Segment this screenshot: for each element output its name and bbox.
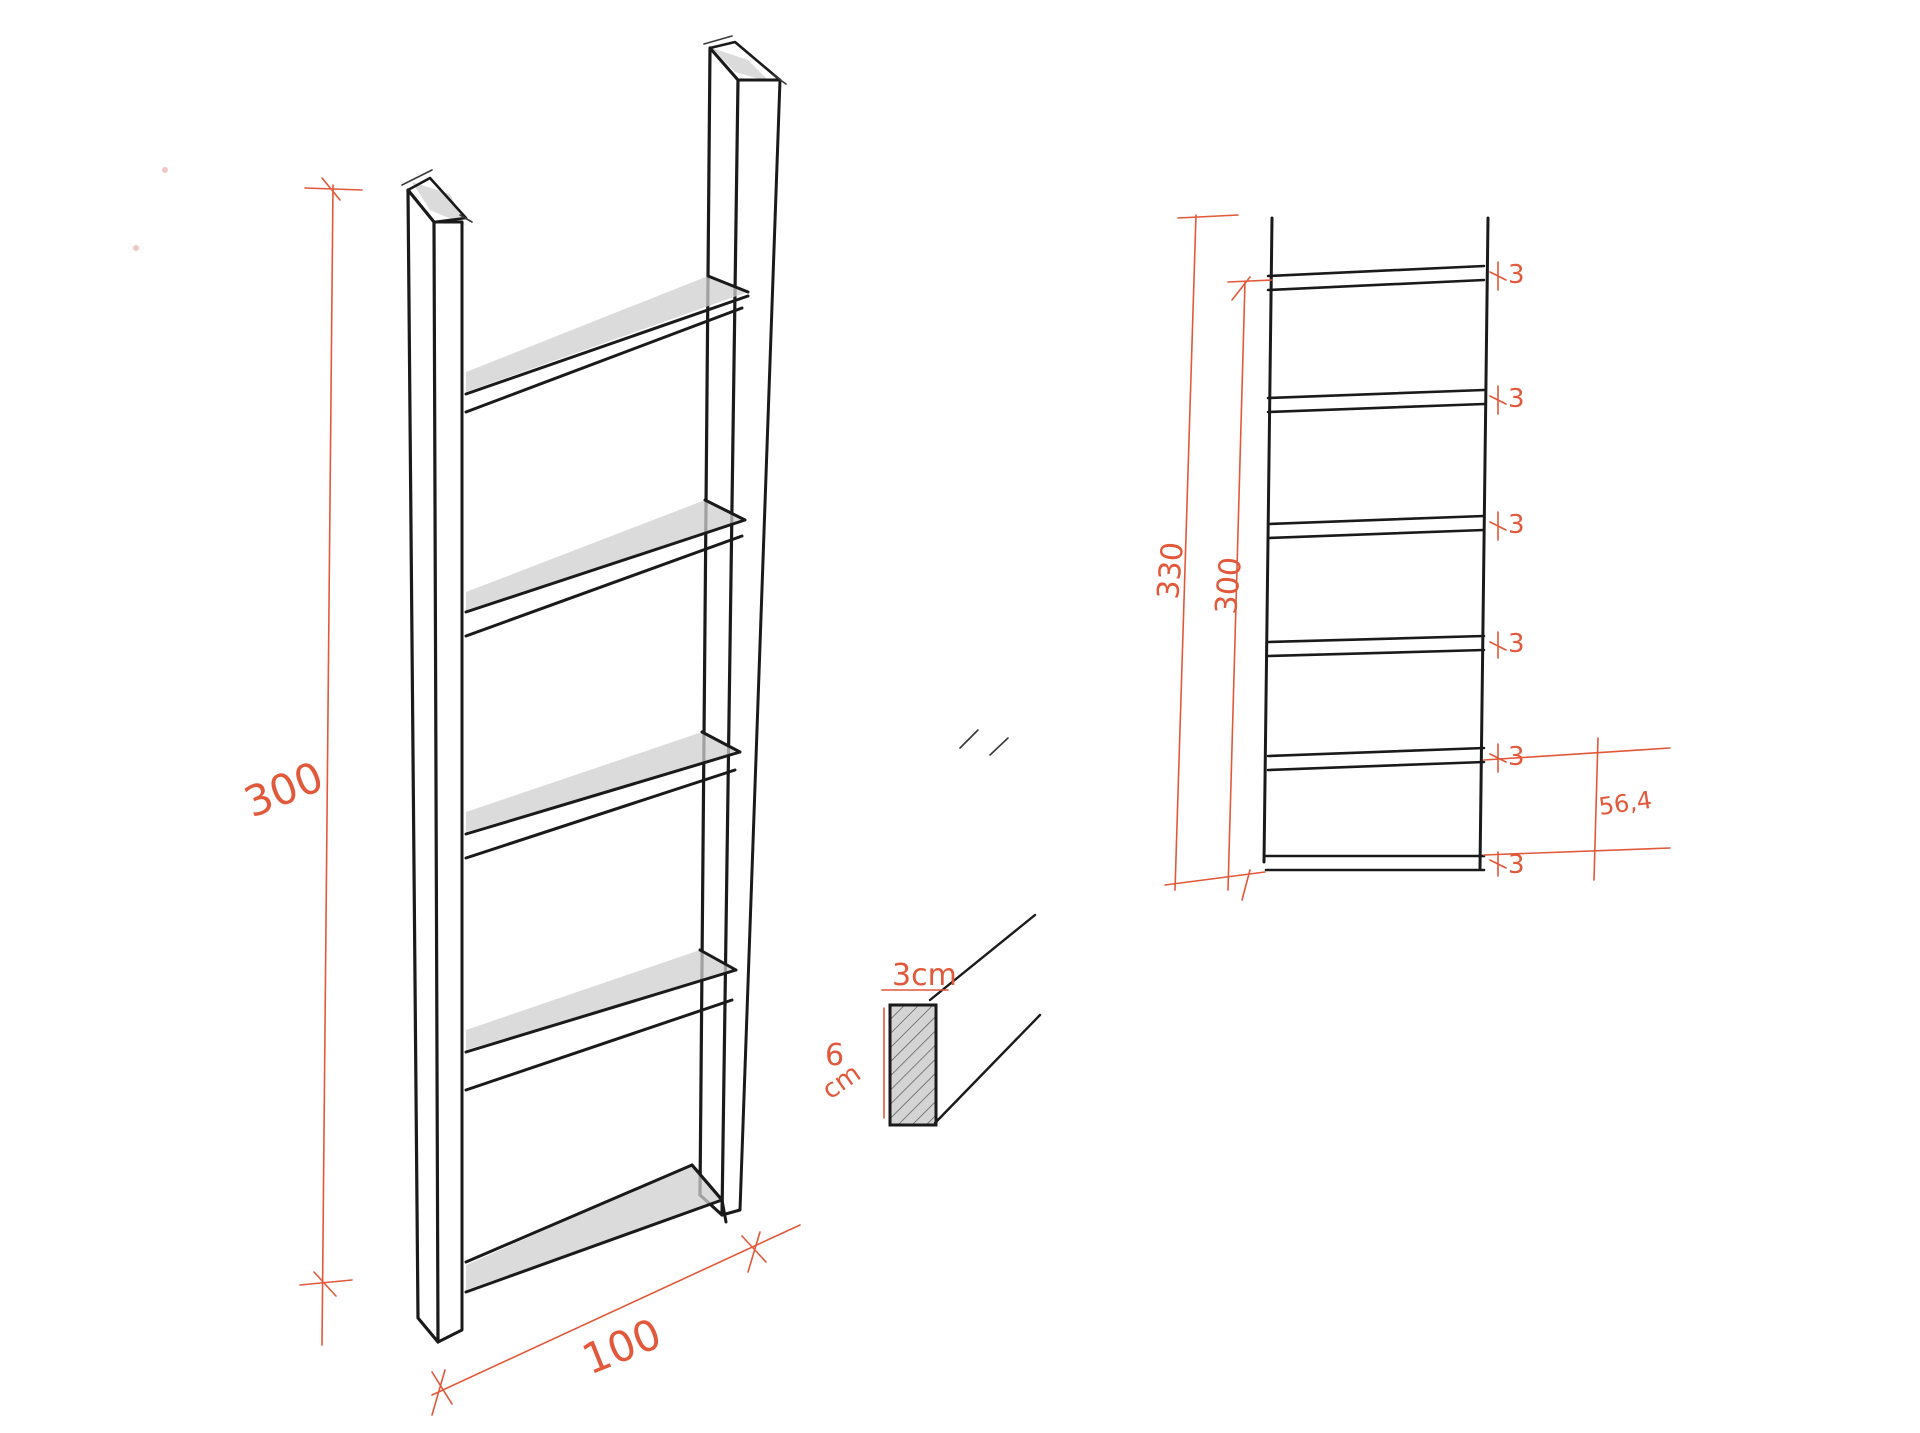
iso-rung-1	[464, 274, 750, 414]
iso-rung-5	[464, 1163, 728, 1294]
rung-thickness-labels: 3 3 3 3 3 3	[1508, 260, 1525, 880]
rung-label-4: 3	[1508, 629, 1525, 659]
front-view-dimensions: 330 300 56,4 3 3 3 3 3 3	[1151, 214, 1671, 901]
isometric-ladder	[401, 35, 787, 1344]
iso-rung-3	[464, 730, 742, 860]
stray-dots	[133, 167, 168, 251]
rung-label-1: 3	[1508, 260, 1525, 290]
section-height-num: 6	[825, 1038, 844, 1073]
cross-section-rect	[888, 1003, 938, 1127]
stray-marks	[959, 729, 1009, 756]
rung-label-6: 3	[1508, 850, 1525, 880]
front-spacing-label: 56,4	[1597, 786, 1654, 821]
right-rail	[698, 35, 787, 1217]
section-width-label: 3cm	[892, 958, 957, 993]
iso-rung-2	[464, 498, 747, 638]
rung-label-2: 3	[1508, 384, 1525, 414]
iso-width-label: 100	[575, 1309, 668, 1384]
rung-thickness-marks	[1489, 261, 1507, 877]
front-total-height-label: 330	[1151, 541, 1191, 601]
section-detail: 3cm 6 cm	[817, 913, 1042, 1127]
front-view-ladder	[1262, 216, 1490, 872]
left-rail	[401, 169, 473, 1344]
iso-rung-4	[464, 948, 738, 1092]
rung-label-3: 3	[1508, 510, 1525, 540]
iso-height-dimension: 300	[237, 177, 363, 1346]
rung-label-5: 3	[1508, 742, 1525, 772]
iso-height-label: 300	[237, 752, 330, 827]
front-inner-height-label: 300	[1209, 556, 1249, 616]
